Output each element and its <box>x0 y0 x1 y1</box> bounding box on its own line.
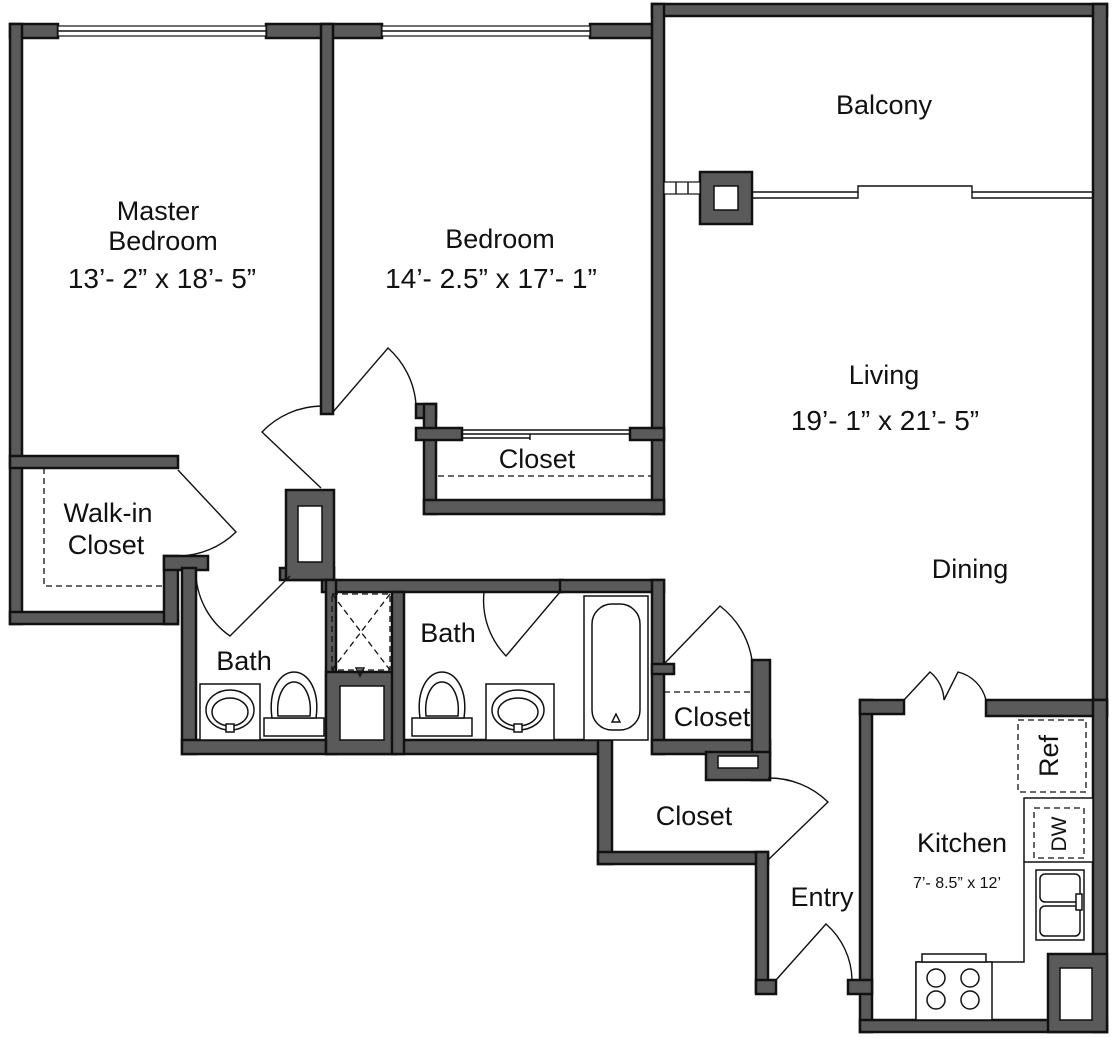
balcony-name: Balcony <box>836 90 933 120</box>
hall-bath-fixtures <box>411 595 649 741</box>
bedroom-name: Bedroom <box>445 224 555 254</box>
dining-name: Dining <box>932 554 1009 584</box>
dishwasher-label: DW <box>1048 816 1071 851</box>
kitchen-name: Kitchen <box>917 828 1007 858</box>
entry-name: Entry <box>790 882 854 912</box>
door-swings <box>177 347 987 981</box>
windows <box>57 25 1093 440</box>
walls <box>8 2 1109 1034</box>
closet-shelves <box>43 468 752 693</box>
bedroom-dims: 14’- 2.5” x 17’- 1” <box>385 263 597 294</box>
living-name: Living <box>849 360 920 390</box>
kitchen-dims: 7’- 8.5” x 12’ <box>913 875 1001 892</box>
master-bedroom-name-line2: Bedroom <box>108 226 218 256</box>
kitchen-fixtures <box>915 719 1094 1021</box>
bedroom-closet-name: Closet <box>499 444 576 474</box>
living-dims: 19’- 1” x 21’- 5” <box>791 405 979 436</box>
master-bath-fixtures <box>199 593 391 741</box>
room-labels: Master Bedroom 13’- 2” x 18’- 5” Bedroom… <box>63 90 1071 912</box>
walk-in-closet-name-line1: Walk-in <box>63 498 152 528</box>
walk-in-closet-name-line2: Closet <box>68 530 145 560</box>
hall-bath-name: Bath <box>420 618 476 648</box>
master-bedroom-dims: 13’- 2” x 18’- 5” <box>68 263 256 294</box>
master-bedroom-name-line1: Master <box>117 196 200 226</box>
hall-closet-name: Closet <box>674 702 751 732</box>
entry-closet-name: Closet <box>656 801 733 831</box>
master-bath-name: Bath <box>216 646 272 676</box>
refrigerator-label: Ref <box>1034 735 1064 778</box>
